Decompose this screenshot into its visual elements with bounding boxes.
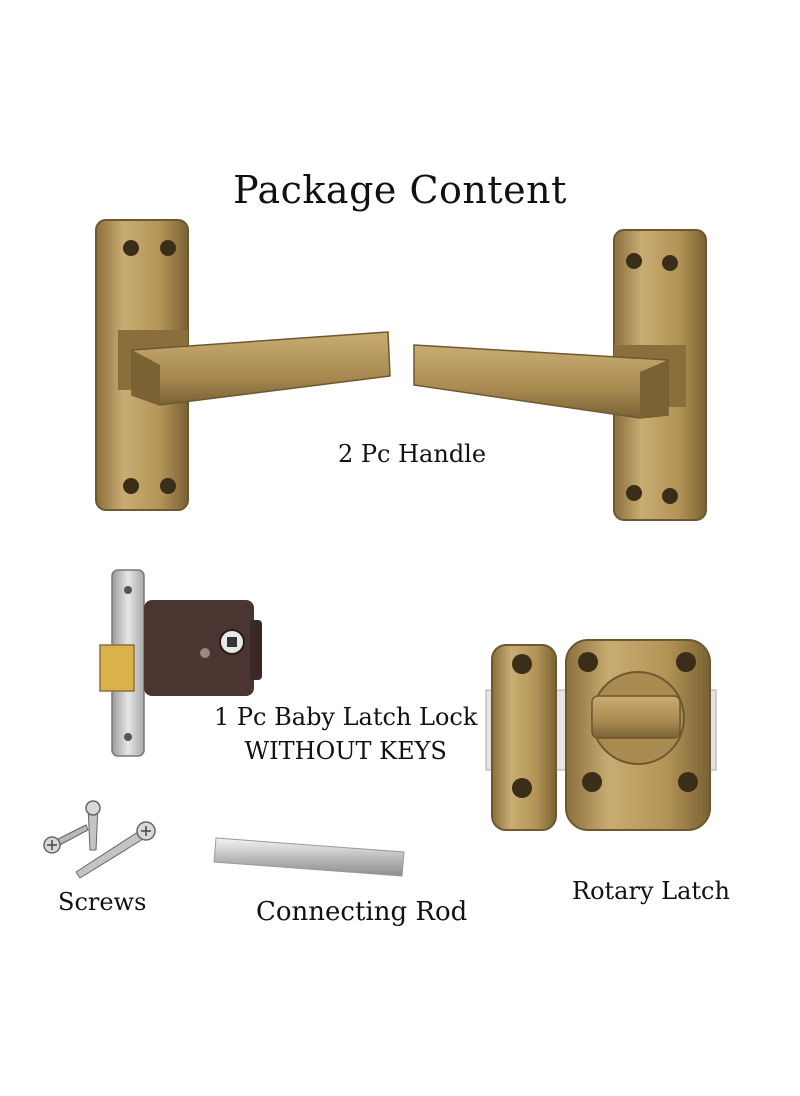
- latch-lock-label-line1: 1 Pc Baby Latch Lock: [214, 703, 478, 731]
- rotary-latch-image: [485, 639, 717, 831]
- rotary-latch-label: Rotary Latch: [572, 877, 730, 905]
- baby-latch-lock-image: [99, 569, 262, 757]
- handle-label: 2 Pc Handle: [338, 440, 487, 468]
- connecting-rod-image: [213, 837, 405, 877]
- latch-lock-label-line2: WITHOUT KEYS: [244, 737, 447, 765]
- page-title: Package Content: [233, 168, 567, 212]
- latch-lock-label: 1 Pc Baby Latch Lock WITHOUT KEYS: [214, 700, 477, 768]
- right-handle-image: [413, 229, 707, 521]
- left-handle-image: [95, 219, 391, 511]
- screws-image: [43, 800, 156, 879]
- screws-label: Screws: [58, 888, 147, 916]
- connecting-rod-label: Connecting Rod: [256, 897, 468, 927]
